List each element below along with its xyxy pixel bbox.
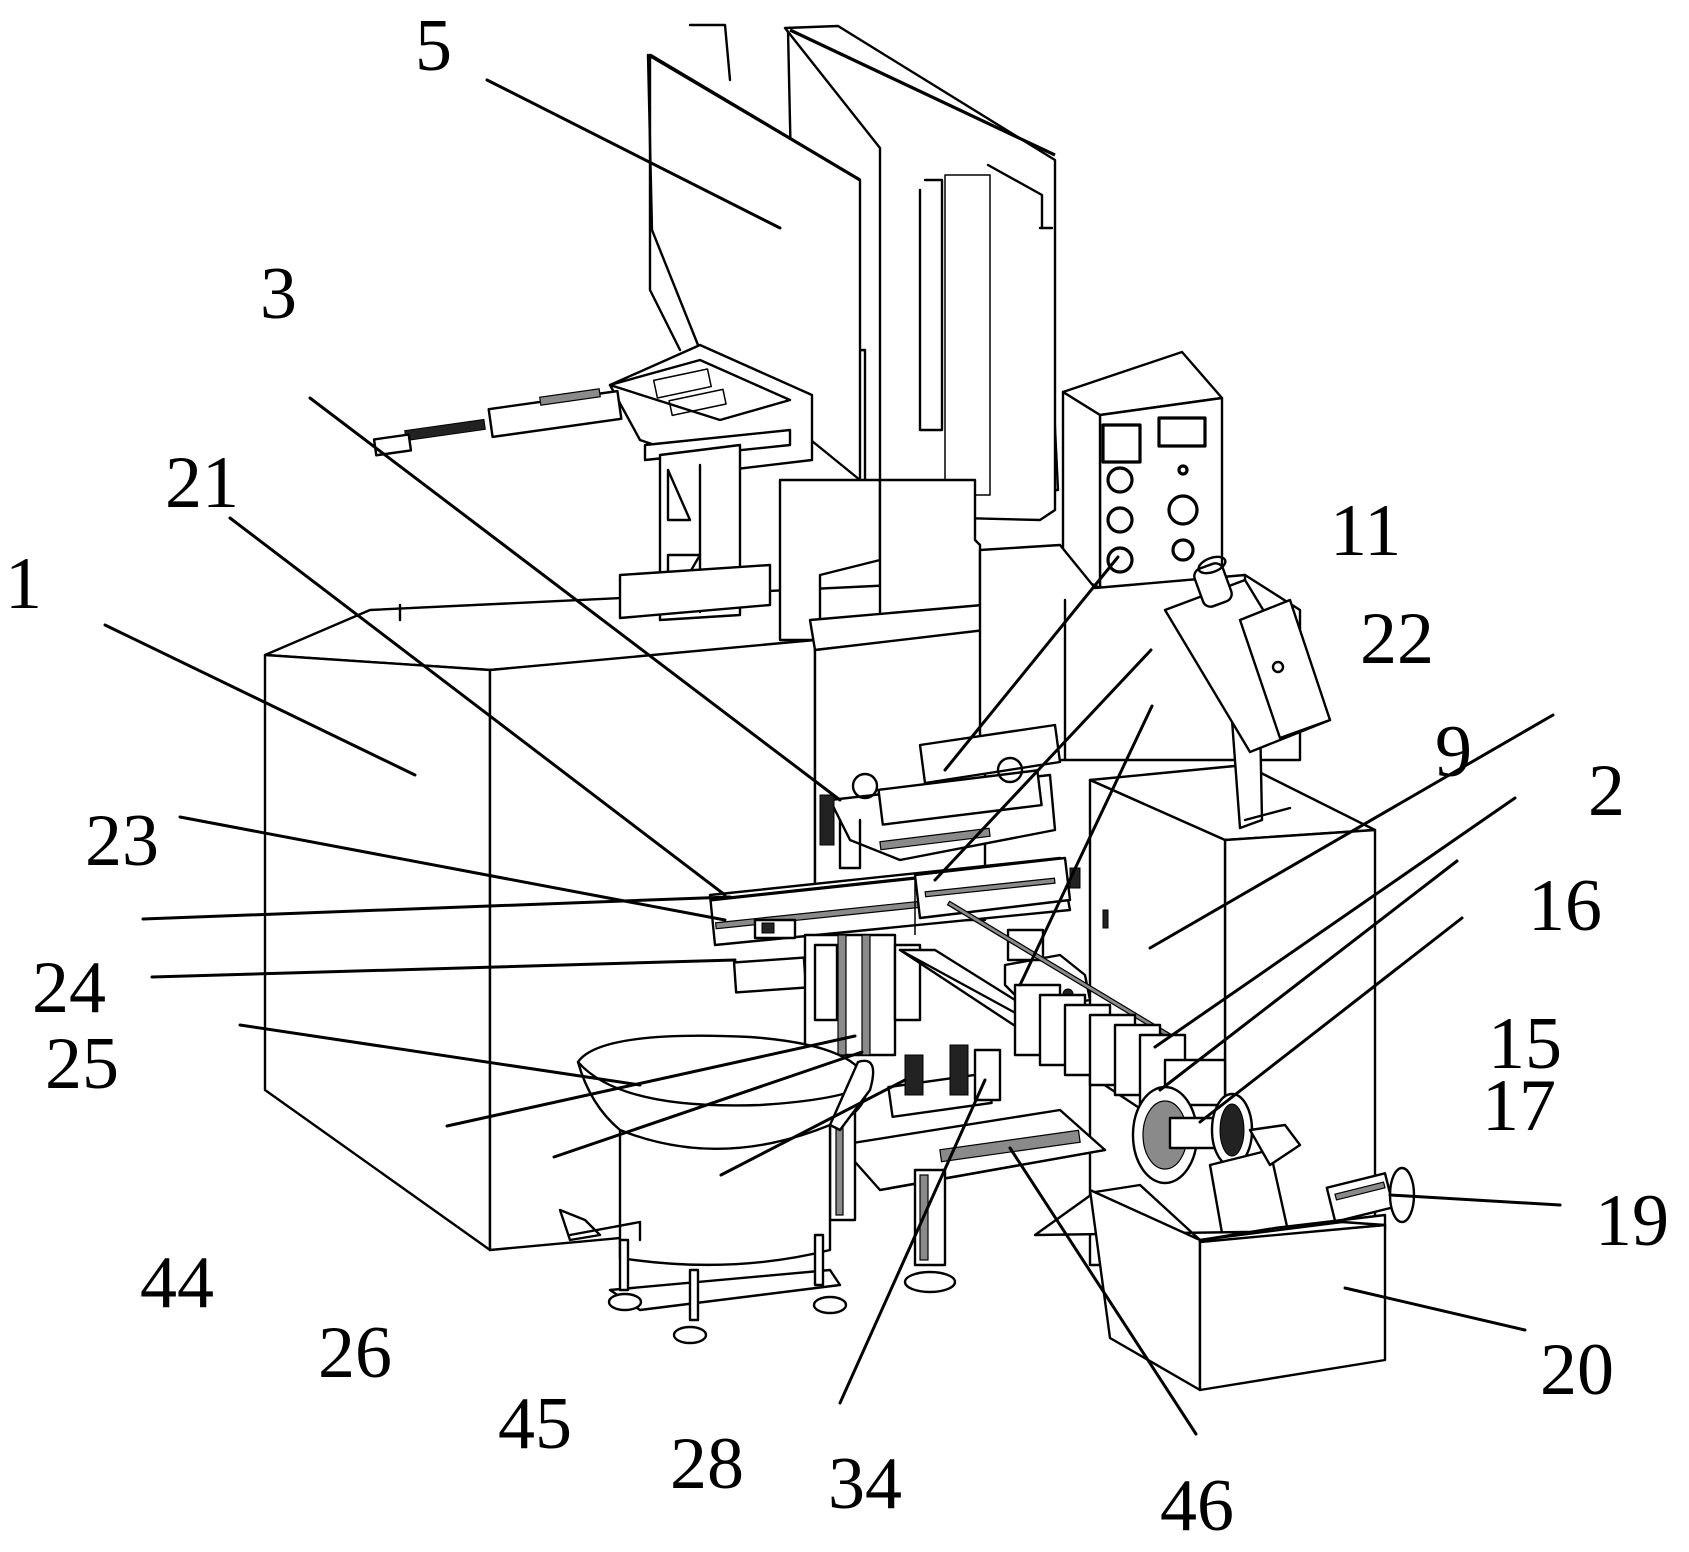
leader-21 bbox=[228, 516, 727, 897]
leader-23 bbox=[178, 815, 727, 922]
callout-labels: 5 3 21 1 11 22 9 2 23 16 24 15 17 25 19 … bbox=[5, 5, 1669, 1547]
leader-15 bbox=[1158, 859, 1459, 1092]
vibratory-bowl bbox=[558, 1034, 875, 1345]
callout-24: 24 bbox=[32, 947, 106, 1029]
leader-28 bbox=[719, 1078, 907, 1177]
leader-2 bbox=[1148, 713, 1555, 950]
callout-5: 5 bbox=[415, 5, 452, 87]
leader-44 bbox=[238, 1023, 642, 1087]
callout-3: 3 bbox=[260, 253, 297, 335]
control-knob bbox=[1106, 506, 1134, 534]
callout-16: 16 bbox=[1528, 865, 1602, 947]
leader-11 bbox=[943, 555, 1120, 772]
leader-16 bbox=[1153, 796, 1517, 1049]
transfer-rail bbox=[708, 856, 1081, 947]
leader-45 bbox=[552, 1050, 864, 1159]
callout-22: 22 bbox=[1360, 598, 1434, 680]
leader-46 bbox=[1008, 1146, 1198, 1436]
upper-assembly bbox=[819, 723, 1062, 870]
gripper-stage bbox=[732, 909, 1109, 1057]
callout-28: 28 bbox=[670, 1423, 744, 1505]
plate-stack bbox=[1013, 983, 1227, 1107]
callout-46: 46 bbox=[1160, 1465, 1234, 1547]
leader-19 bbox=[1388, 1193, 1562, 1207]
callout-23: 23 bbox=[85, 800, 159, 882]
leader-17 bbox=[1198, 916, 1464, 1124]
leader-lines bbox=[103, 78, 1562, 1436]
callout-17: 17 bbox=[1482, 1065, 1556, 1147]
hopper bbox=[646, 23, 1060, 522]
collection-box bbox=[1033, 1183, 1387, 1392]
frame-right bbox=[1088, 716, 1377, 1267]
work-table bbox=[828, 1044, 1107, 1294]
control-display-right bbox=[1157, 416, 1207, 448]
callout-1: 1 bbox=[5, 543, 42, 625]
leader-20 bbox=[1343, 1286, 1527, 1332]
leader-24 bbox=[141, 895, 732, 921]
leader-22 bbox=[933, 648, 1153, 882]
control-knob bbox=[1106, 466, 1134, 494]
leader-5 bbox=[485, 78, 782, 230]
tilted-motor-housing bbox=[1163, 555, 1332, 754]
leader-34 bbox=[838, 1078, 987, 1405]
control-knob bbox=[1167, 494, 1199, 526]
callout-2: 2 bbox=[1588, 750, 1625, 832]
callout-25: 25 bbox=[45, 1023, 119, 1105]
callout-21: 21 bbox=[165, 442, 239, 524]
callout-45: 45 bbox=[498, 1383, 572, 1465]
control-knob bbox=[1171, 538, 1195, 562]
callout-15: 15 bbox=[1488, 1003, 1562, 1085]
leader-25 bbox=[150, 958, 737, 979]
callout-9: 9 bbox=[1435, 711, 1472, 793]
leader-26 bbox=[445, 1034, 857, 1128]
leader-3 bbox=[308, 396, 842, 802]
leader-1 bbox=[103, 623, 417, 777]
leader-9 bbox=[1018, 704, 1154, 987]
callout-19: 19 bbox=[1595, 1180, 1669, 1262]
callout-26: 26 bbox=[318, 1312, 392, 1394]
callout-44: 44 bbox=[140, 1242, 214, 1324]
callout-11: 11 bbox=[1330, 490, 1401, 572]
callout-34: 34 bbox=[828, 1443, 902, 1525]
control-display-left bbox=[1101, 423, 1142, 464]
feeding-mechanism bbox=[372, 343, 814, 622]
drive-assembly bbox=[1131, 1085, 1416, 1252]
control-knob bbox=[1106, 546, 1134, 574]
callout-20: 20 bbox=[1540, 1329, 1614, 1411]
control-indicator bbox=[1177, 464, 1189, 476]
